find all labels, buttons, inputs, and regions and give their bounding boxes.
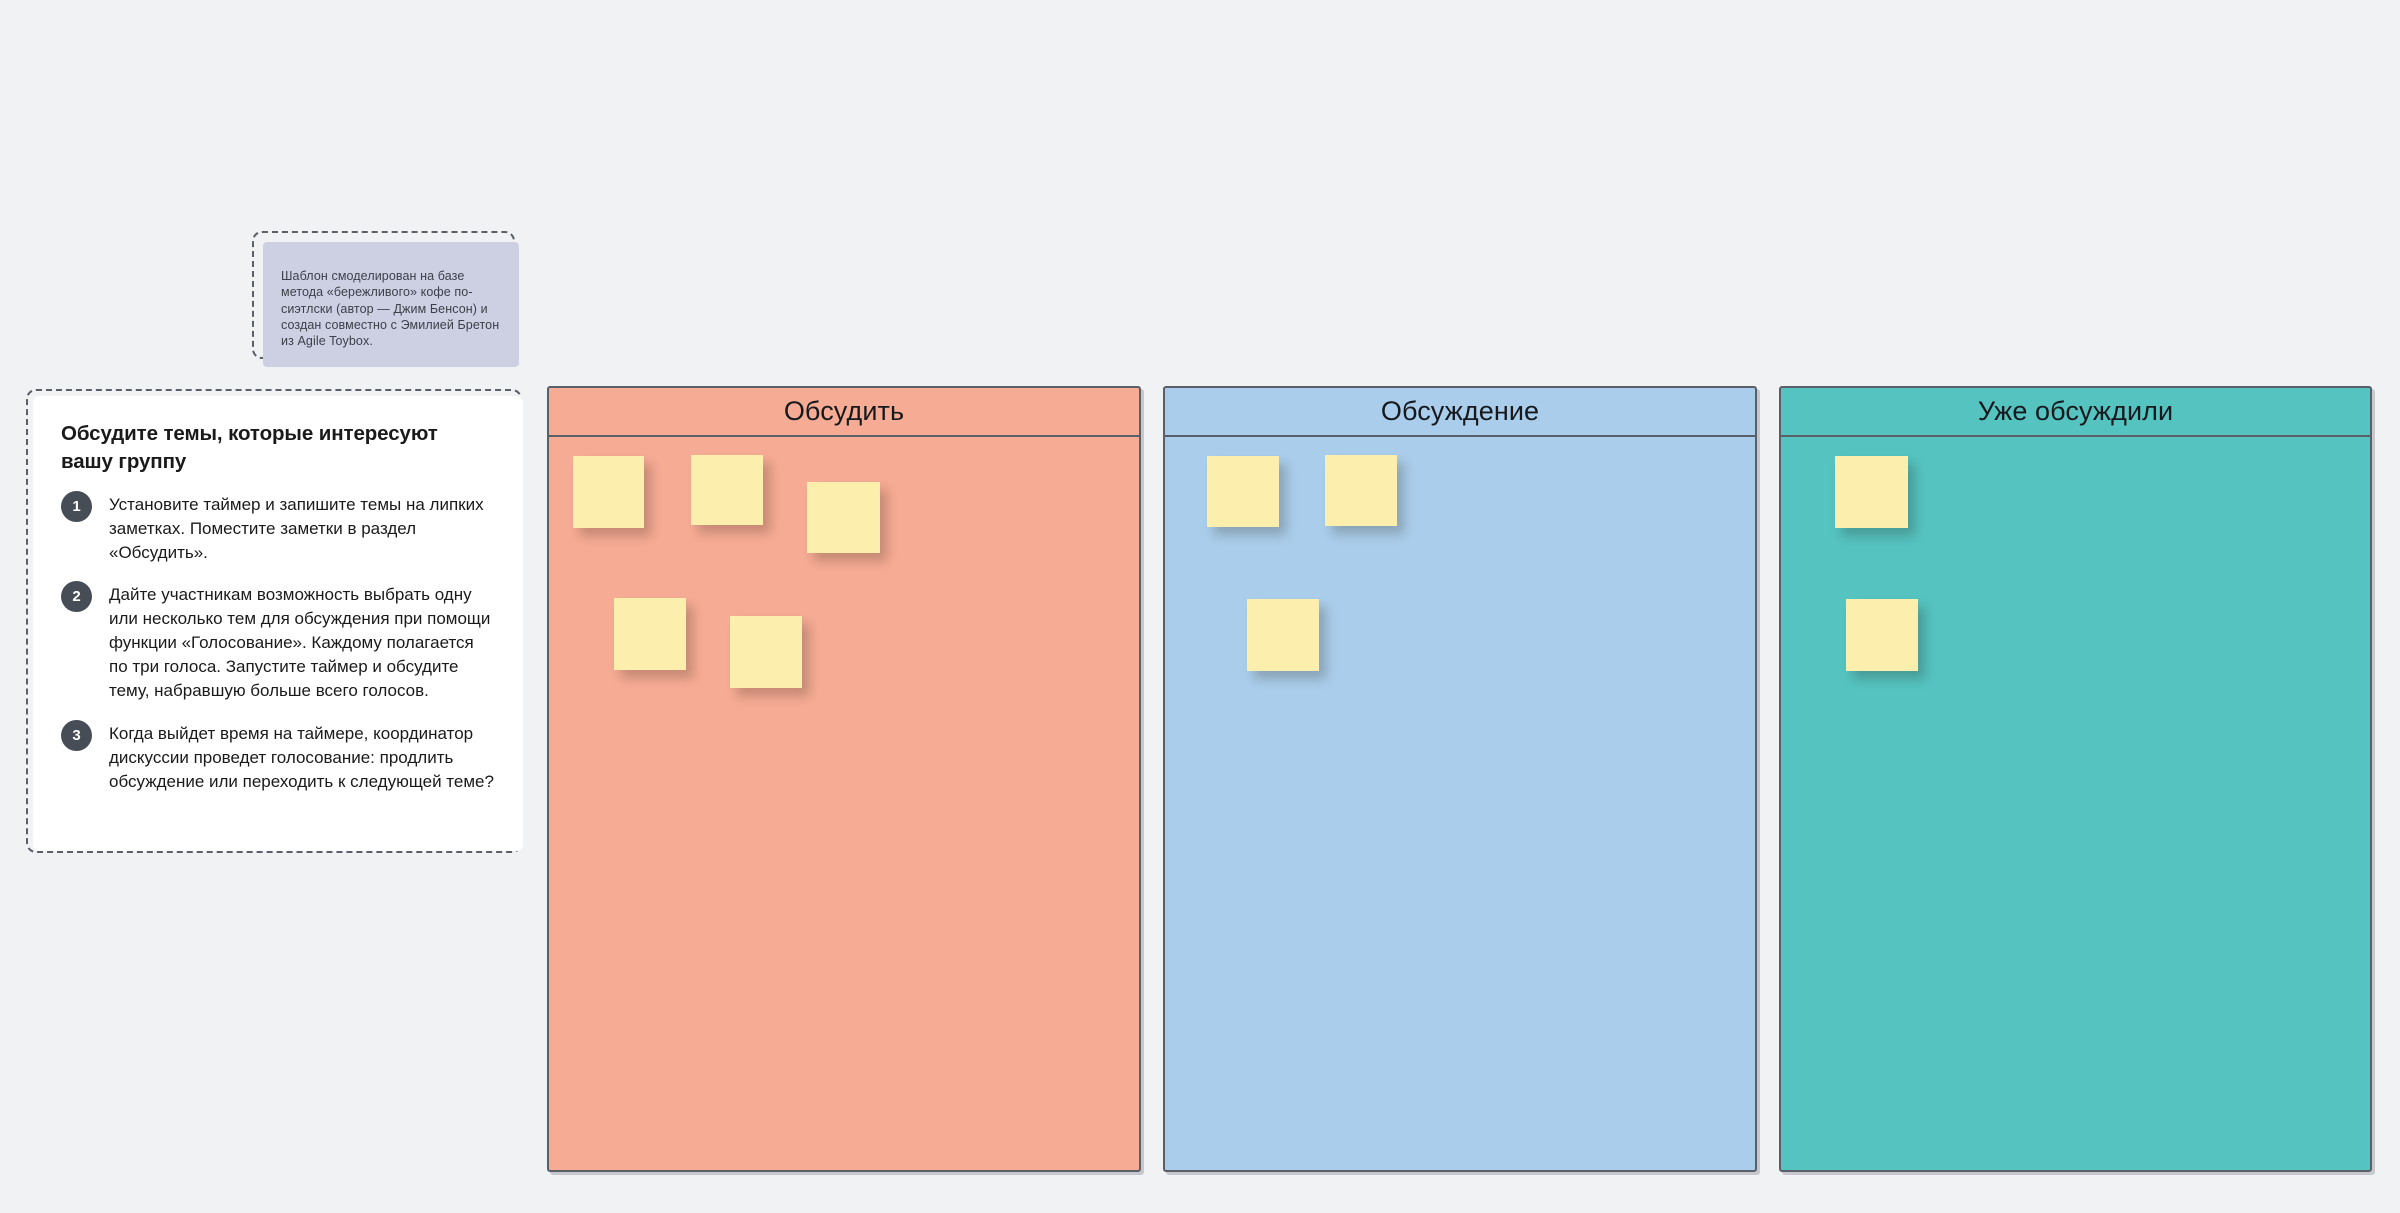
sticky-note[interactable]: [1247, 599, 1319, 671]
sticky-note[interactable]: [730, 616, 802, 688]
column-header-discuss[interactable]: Обсудить: [549, 388, 1139, 437]
instructions-step: 1 Установите таймер и запишите темы на л…: [61, 489, 495, 565]
instructions-step: 3 Когда выйдет время на таймере, координ…: [61, 718, 495, 794]
instructions-step-list: 1 Установите таймер и запишите темы на л…: [61, 489, 495, 794]
step-text: Установите таймер и запишите темы на лип…: [109, 494, 484, 562]
column-title: Уже обсуждили: [1977, 396, 2174, 426]
column-title: Обсудить: [783, 396, 905, 426]
instructions-title: Обсудите темы, которые интересуют вашу г…: [61, 422, 438, 474]
step-number-badge: 1: [61, 490, 92, 522]
board-column-discuss[interactable]: Обсудить: [547, 386, 1141, 1172]
sticky-note[interactable]: [691, 455, 763, 525]
step-text: Когда выйдет время на таймере, координат…: [109, 723, 494, 791]
step-number-badge: 3: [61, 719, 92, 751]
column-body-discussed[interactable]: [1781, 437, 2370, 1170]
column-body-discussing[interactable]: [1165, 437, 1755, 1170]
step-text: Дайте участникам возможность выбрать одн…: [109, 584, 491, 701]
column-header-discussed[interactable]: Уже обсуждили: [1781, 388, 2370, 437]
column-header-discussing[interactable]: Обсуждение: [1165, 388, 1755, 437]
sticky-note[interactable]: [807, 482, 880, 553]
instructions-step: 2 Дайте участникам возможность выбрать о…: [61, 579, 495, 704]
sticky-note[interactable]: [614, 598, 686, 670]
board-column-discussing[interactable]: Обсуждение: [1163, 386, 1757, 1172]
sticky-note[interactable]: [1207, 456, 1279, 527]
sticky-note[interactable]: [1835, 456, 1908, 528]
sticky-note[interactable]: [1325, 455, 1397, 526]
board-column-discussed[interactable]: Уже обсуждили: [1779, 386, 2372, 1172]
credit-card-text: Шаблон смоделирован на базе метода «бере…: [281, 269, 500, 348]
sticky-note[interactable]: [573, 456, 644, 528]
instructions-card[interactable]: Обсудите темы, которые интересуют вашу г…: [33, 396, 523, 851]
credit-card[interactable]: Шаблон смоделирован на базе метода «бере…: [263, 242, 519, 367]
step-number-badge: 2: [61, 580, 92, 612]
sticky-note[interactable]: [1846, 599, 1918, 671]
column-body-discuss[interactable]: [549, 437, 1139, 1170]
column-title: Обсуждение: [1380, 396, 1540, 426]
